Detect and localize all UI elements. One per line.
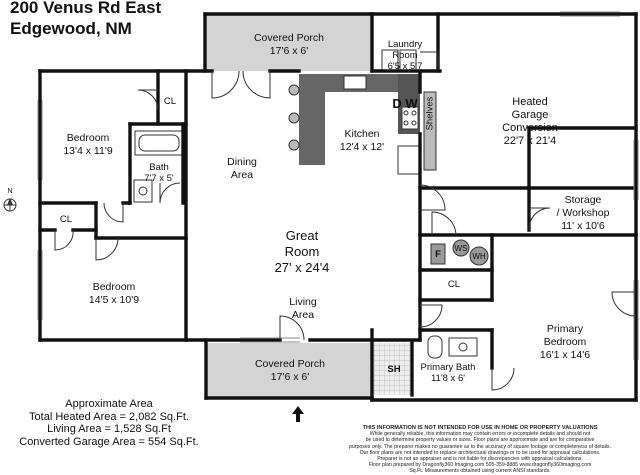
kitchen-counter — [288, 74, 437, 175]
utility-equipment — [430, 239, 489, 266]
doors — [54, 51, 637, 391]
area-title: Approximate Area — [65, 398, 153, 410]
area-summary: Approximate Area Total Heated Area = 2,0… — [14, 398, 204, 448]
area-garage: Converted Garage Area = 554 Sq.Ft. — [19, 435, 199, 448]
shower-tile — [374, 343, 412, 395]
disclaimer: THIS INFORMATION IS NOT INTENDED FOR USE… — [349, 425, 611, 475]
windows — [37, 11, 639, 360]
furnace-label: F — [435, 249, 441, 260]
closet-b-label: CL — [59, 214, 73, 225]
address-line-1: 200 Venus Rd East — [10, 0, 162, 17]
laundry-machines — [381, 49, 417, 71]
closet-a-label: CL — [163, 96, 177, 107]
area-living: Living Area = 1,528 Sq.Ft — [47, 423, 171, 435]
address-line-2: Edgewood, NM — [10, 19, 132, 38]
compass-icon — [3, 198, 17, 212]
closet-c-label: CL — [447, 279, 461, 290]
shelves-label: Shelves — [424, 96, 436, 131]
water-heater-label: WH — [472, 252, 486, 261]
shower-label: SH — [387, 364, 401, 375]
porch-shading — [206, 14, 372, 397]
water-softener-label: WS — [454, 244, 468, 253]
north-label: N — [7, 188, 13, 195]
entry-arrow-icon — [292, 406, 304, 422]
bath-fixtures — [133, 130, 478, 359]
area-total: Total Heated Area = 2,082 Sq.Ft. — [29, 410, 189, 423]
